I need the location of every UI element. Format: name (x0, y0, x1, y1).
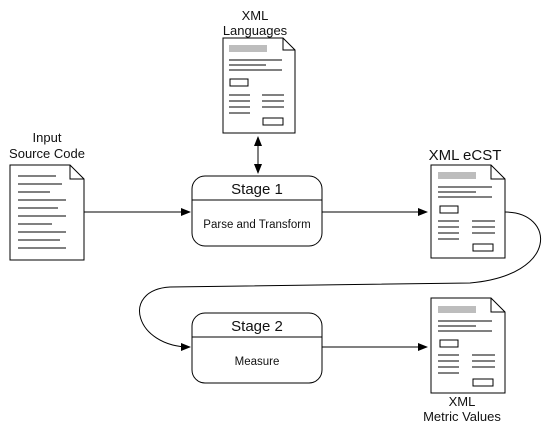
stage-1-box: Stage 1 Parse and Transform (191, 175, 323, 247)
xml-ecst-label: XML eCST (429, 147, 502, 164)
input-label-line1: Input (33, 130, 62, 145)
xml-languages-label-line1: XML (242, 8, 269, 23)
xml-languages-label-line2: Languages (223, 23, 288, 38)
metric-values-label-line1: XML (449, 394, 476, 409)
stage-1-title: Stage 1 (231, 181, 283, 198)
input-source-document-icon (9, 164, 85, 261)
input-label-line2: Source Code (9, 146, 85, 161)
stage-2-subtitle: Measure (235, 356, 280, 368)
xml-ecst-document-icon (430, 164, 506, 259)
stage-1-subtitle: Parse and Transform (203, 219, 310, 231)
metric-values-document-icon (430, 297, 506, 394)
ecst-to-stage2-curve (139, 211, 542, 351)
stage-2-title: Stage 2 (231, 318, 283, 335)
metric-values-label-line2: Metric Values (423, 409, 501, 424)
stage-2-box: Stage 2 Measure (191, 312, 323, 384)
xml-languages-document-icon (222, 37, 296, 134)
